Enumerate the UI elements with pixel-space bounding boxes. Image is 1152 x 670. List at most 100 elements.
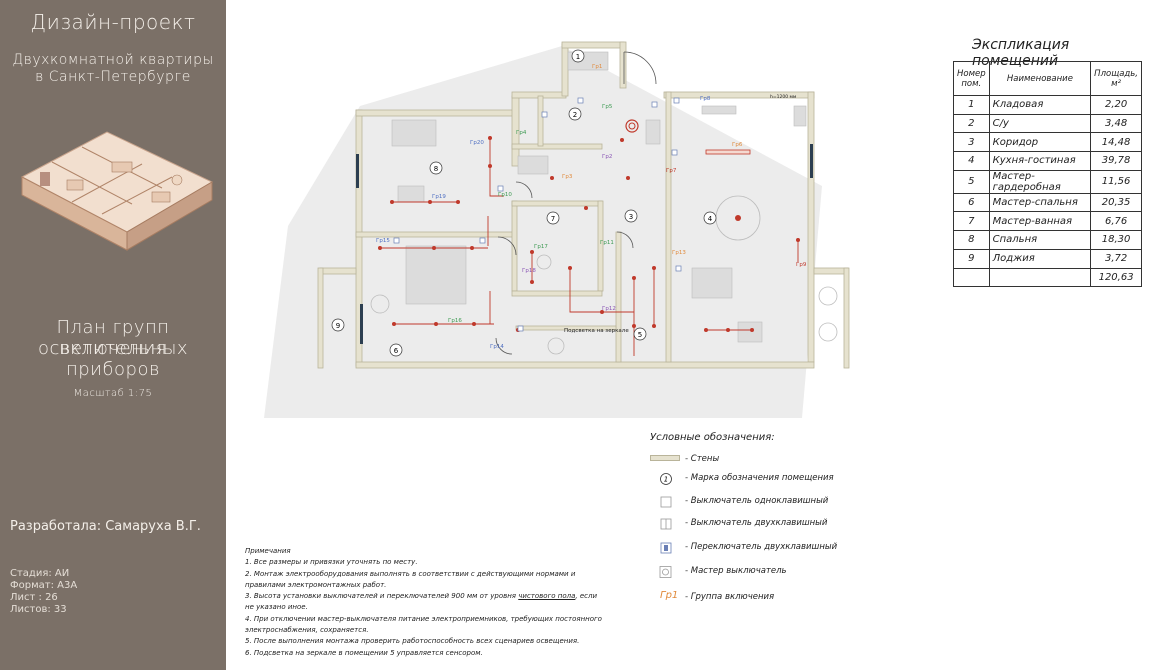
room-name: С/у [988, 113, 1092, 134]
project-subtitle-line1: Двухкомнатной квартиры [12, 52, 214, 68]
group-label-gr6: Гр6 [732, 142, 743, 148]
wall-swatch [650, 455, 680, 461]
group-symbol: Гр1 [660, 590, 679, 601]
furniture [391, 51, 807, 343]
room-number: 5 [953, 169, 990, 194]
group-label-gr17: Гр17 [534, 244, 548, 250]
header-room-name: Наименование [988, 61, 1092, 96]
room-number [953, 267, 990, 288]
group-label-gr2: Гр2 [602, 154, 612, 160]
room-name: Кладовая [988, 95, 1092, 115]
group-label-gr16: Гр16 [448, 318, 462, 324]
room-marker-2: 2 [573, 111, 577, 119]
notes: Примечания 1. Все размеры и привязки уто… [245, 546, 602, 659]
sheet-number-label: Лист : 26 [10, 592, 58, 603]
room-marker-9: 9 [336, 322, 340, 330]
note-item: не указано иное. [245, 603, 308, 612]
pass-switch-icon [660, 542, 672, 554]
project-subtitle-line2: в Санкт-Петербурге [35, 69, 191, 85]
group-label-gr13: Гр13 [672, 250, 686, 256]
room-number: 2 [953, 113, 990, 134]
isometric-apartment-image [20, 131, 214, 251]
stage-label: Стадия: АИ [10, 568, 70, 579]
legend-item-master-switch: - Мастер выключатель [650, 564, 930, 580]
doors [495, 51, 657, 355]
legend-item-room-mark: 1 - Марка обозначения помещения [650, 471, 930, 487]
group-label-gr5: Гр5 [602, 104, 613, 110]
floor-plan: 1 2 3 4 5 6 7 8 9 Гр1 Гр2 Гр3 Гр4 Гр5 Гр… [262, 36, 862, 420]
group-labels: Гр1 Гр2 Гр3 Гр4 Гр5 Гр6 Гр7 Гр8 Гр9 Гр10… [376, 64, 807, 350]
group-label-gr11: Гр11 [600, 240, 614, 246]
room-marker-3: 3 [629, 213, 633, 221]
legend-label: - Выключатель одноклавишный [685, 496, 829, 506]
legend-label: - Группа включения [685, 592, 775, 602]
floor-plan-drawing: 1 2 3 4 5 6 7 8 9 Гр1 Гр2 Гр3 Гр4 Гр5 Гр… [264, 41, 850, 418]
header-room-number: Номер пом. [953, 61, 990, 96]
room-number: 3 [953, 132, 990, 153]
room-area: 20,35 [1090, 192, 1142, 213]
room-area: 11,56 [1090, 169, 1142, 194]
legend-item-switch-double: - Выключатель двухклавишный [650, 516, 930, 532]
group-label-gr7: Гр7 [666, 168, 677, 174]
room-area: 14,48 [1090, 132, 1142, 153]
legend-title: Условные обозначения: [650, 432, 775, 443]
legend-label: - Переключатель двухклавишный [685, 542, 838, 552]
scale-label: Масштаб 1:75 [73, 388, 153, 399]
room-number: 1 [953, 95, 990, 115]
group-label-gr12: Гр12 [602, 306, 616, 312]
group-label-gr18: Гр18 [522, 268, 536, 274]
light-fixtures [378, 136, 800, 332]
group-label-gr8: Гр8 [700, 96, 711, 102]
room-marker-1: 1 [576, 53, 580, 61]
sheet-count-label: Листов: 33 [10, 604, 67, 615]
group-label-gr10: Гр10 [498, 192, 512, 198]
room-area: 3,48 [1090, 113, 1142, 134]
header-room-area: Площадь, м² [1090, 61, 1142, 96]
notes-title: Примечания [245, 547, 291, 555]
room-number: 6 [953, 192, 990, 213]
total-area: 120,63 [1090, 267, 1142, 288]
note-item: 1. Все размеры и привязки уточнять по ме… [245, 558, 418, 567]
windows [356, 144, 813, 344]
legend-item-walls: - Стены [650, 452, 930, 468]
room-name: Лоджия [988, 248, 1092, 269]
sheet-title-line2: осветительных [37, 338, 189, 359]
group-label-gr1: Гр1 [592, 64, 602, 70]
chandelier-icon [625, 119, 639, 133]
room-area: 2,20 [1090, 95, 1142, 115]
group-label-gr15: Гр15 [376, 238, 390, 244]
explication-header-row: Номер пом. Наименование Площадь, м² [953, 61, 1142, 96]
single-switch-icon [660, 496, 672, 508]
legend-item-group: Гр1 - Группа включения [650, 590, 930, 606]
master-switch-icon [659, 566, 672, 578]
switches [393, 97, 682, 332]
group-label-gr20: Гр20 [470, 140, 484, 146]
room-name: Кухня-гостиная [988, 151, 1092, 171]
note-item: 6. Подсветка на зеркале в помещении 5 уп… [245, 648, 483, 657]
group-label-gr14: Гр14 [490, 344, 504, 350]
room-area: 6,76 [1090, 211, 1142, 232]
svg-text:1: 1 [664, 476, 668, 484]
walls [317, 41, 850, 369]
legend-label: - Мастер выключатель [685, 566, 787, 576]
room-marker-4: 4 [708, 215, 713, 223]
legend-label: - Выключатель двухклавишный [685, 518, 828, 528]
sheet-title-line3: приборов [65, 359, 161, 380]
room-number: 7 [953, 211, 990, 232]
note-item: 4. При отключении мастер-выключателя пит… [245, 614, 602, 623]
group-label-gr3: Гр3 [562, 174, 573, 180]
room-markers: 1 2 3 4 5 6 7 8 9 [331, 49, 717, 357]
legend-item-switch-single: - Выключатель одноклавишный [650, 494, 930, 510]
sheet-title-line1: План групп включения [56, 317, 170, 359]
room-marker-8: 8 [434, 165, 438, 173]
room-marker-7: 7 [551, 215, 555, 223]
note-item: правилами электромонтажных работ. [245, 580, 387, 589]
